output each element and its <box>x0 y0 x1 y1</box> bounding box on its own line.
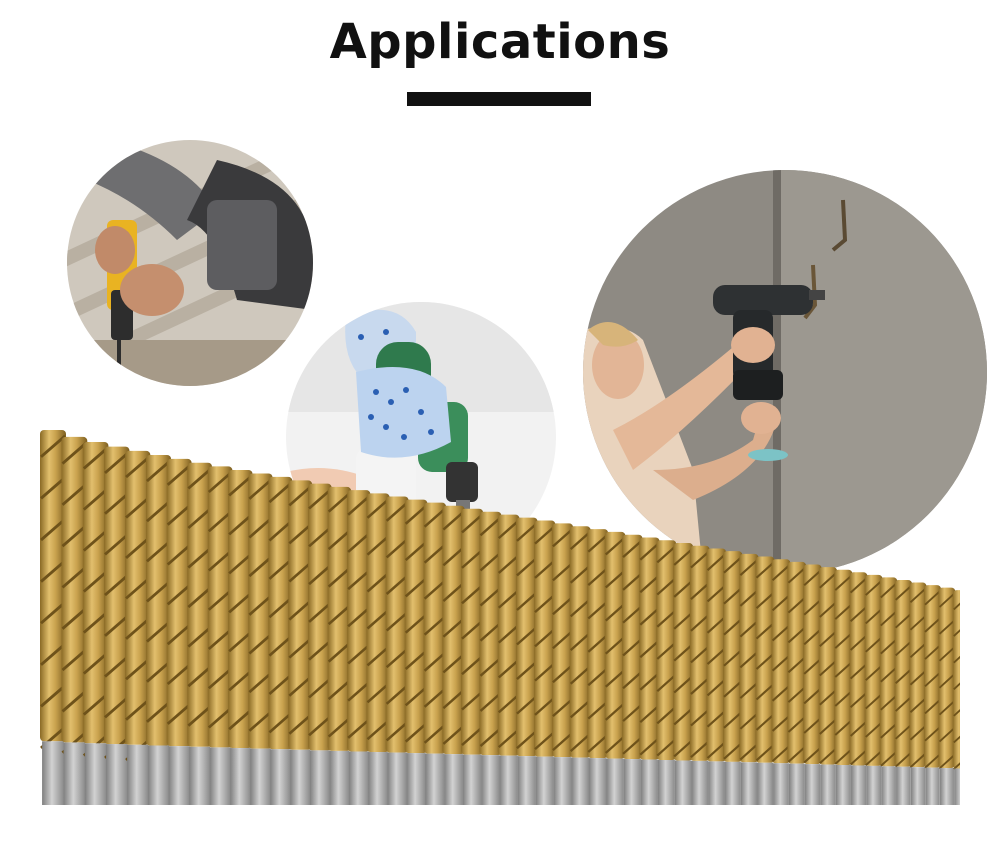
drill-bit <box>40 430 66 805</box>
drill-bit <box>787 561 807 805</box>
photo-woman-drilling-wall <box>583 170 987 574</box>
drill-bit <box>849 572 868 805</box>
drill-bit <box>166 458 192 805</box>
drill-bit <box>385 496 409 805</box>
drill-bit <box>268 476 293 805</box>
drill-bit <box>104 446 130 805</box>
drill-bit <box>639 537 660 805</box>
drill-bit <box>909 582 927 805</box>
drill-bit <box>288 480 313 805</box>
drill-bit <box>82 442 109 805</box>
drill-bit <box>894 579 913 805</box>
drill-bit <box>366 493 390 805</box>
drill-bit <box>515 517 538 805</box>
drill-bit <box>771 559 791 805</box>
drill-bit <box>308 483 332 805</box>
drill-bit <box>61 436 88 805</box>
drill-bit <box>622 534 643 805</box>
drill-bit <box>924 585 942 805</box>
drill-bit <box>952 590 960 805</box>
drill-bit <box>938 587 956 805</box>
drill-bit <box>689 545 710 805</box>
drill-bit <box>551 523 574 805</box>
drill-bit <box>569 526 591 805</box>
drill-bit <box>587 529 609 805</box>
drill-bit-set <box>40 430 960 805</box>
drill-bit <box>479 511 502 805</box>
photo-yellow-drill-deck <box>67 140 313 386</box>
drill-bit <box>125 450 151 805</box>
drill-bit <box>879 577 898 805</box>
drill-bit <box>864 574 883 805</box>
drill-bit <box>442 505 465 805</box>
drill-bit <box>248 473 273 805</box>
drill-bit <box>818 567 838 805</box>
drill-bit <box>187 462 213 805</box>
drill-bit <box>497 514 520 805</box>
drill-bit <box>755 556 775 805</box>
drill-bit <box>534 520 556 805</box>
page-title: Applications <box>329 14 671 70</box>
drill-bit <box>706 548 727 805</box>
drill-bit <box>604 531 626 805</box>
drill-bit <box>347 490 371 805</box>
drill-bit <box>673 543 694 805</box>
drill-bit <box>739 553 759 805</box>
drill-bit <box>834 569 853 805</box>
drill-bit <box>723 551 743 805</box>
drill-bit <box>423 502 447 805</box>
title-underline <box>407 92 591 106</box>
drill-bit <box>327 486 352 805</box>
drill-bit <box>460 508 484 805</box>
drill-bit <box>656 540 677 805</box>
drill-bit <box>207 466 233 805</box>
drill-bit <box>404 499 428 805</box>
drill-bit <box>803 564 822 805</box>
drill-bit <box>228 469 253 805</box>
drill-bit <box>145 454 172 805</box>
